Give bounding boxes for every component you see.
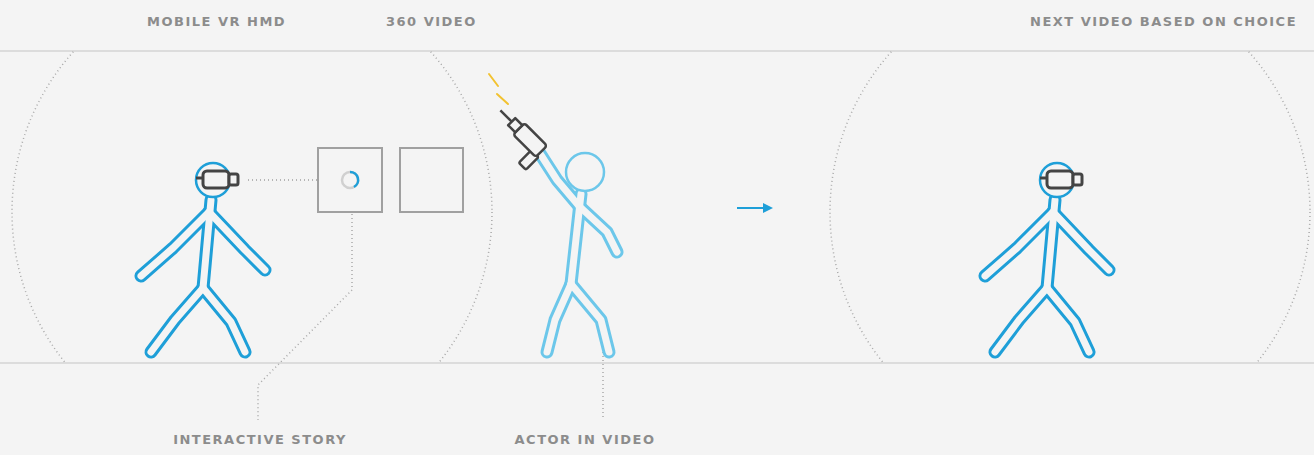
part-label: NEXT VIDEO BASED ON CHOICE bbox=[1030, 14, 1297, 30]
vr-viewer bbox=[985, 163, 1109, 352]
part-label: 360 VIDEO bbox=[386, 14, 477, 30]
video-sphere bbox=[12, 51, 492, 363]
drill-bit bbox=[500, 110, 511, 121]
actor-leg bbox=[571, 284, 609, 352]
actor bbox=[539, 152, 617, 352]
gaze-timer-track bbox=[342, 172, 358, 188]
top-rule bbox=[0, 50, 1314, 52]
floor-rule bbox=[0, 362, 1314, 364]
choice-box bbox=[400, 148, 463, 212]
choice-box bbox=[318, 148, 382, 212]
sparks bbox=[489, 74, 508, 104]
spark bbox=[489, 74, 498, 86]
actor-head bbox=[566, 153, 604, 191]
actor-torso bbox=[571, 194, 581, 284]
video-sphere bbox=[830, 51, 1310, 363]
part-label: ACTOR IN VIDEO bbox=[515, 432, 656, 448]
gaze-line bbox=[248, 179, 318, 181]
leader-line bbox=[258, 214, 352, 420]
actor-leg bbox=[547, 284, 571, 352]
actor-leg bbox=[547, 284, 571, 352]
part-label: INTERACTIVE STORY bbox=[173, 432, 347, 448]
drill-symbol bbox=[483, 105, 548, 170]
view-spheres bbox=[12, 51, 1310, 363]
actor-leg bbox=[571, 284, 609, 352]
gaze-timer bbox=[350, 172, 358, 187]
vr-viewer bbox=[141, 163, 265, 352]
actor-fill bbox=[539, 152, 617, 352]
spark bbox=[497, 94, 508, 104]
actor-torso bbox=[571, 194, 581, 284]
actor-arm bbox=[579, 206, 617, 252]
actor-outline bbox=[539, 152, 617, 352]
actor-arm bbox=[579, 206, 617, 252]
sequence-arrow bbox=[737, 207, 764, 209]
sequence-arrowhead bbox=[763, 203, 773, 213]
part-label: MOBILE VR HMD bbox=[147, 14, 286, 30]
